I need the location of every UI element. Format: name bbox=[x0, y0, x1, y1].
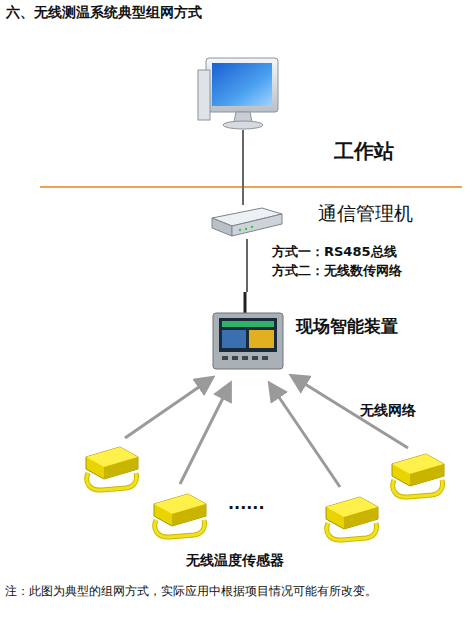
node-label: 工作站 bbox=[334, 139, 394, 163]
node-label: 现场智能装置 bbox=[296, 316, 398, 336]
workstation-node: 工作站 bbox=[198, 55, 288, 130]
node-label: 通信管理机 bbox=[318, 202, 413, 225]
connector-line bbox=[242, 130, 244, 205]
annotation-label: 方式一：RS485总线 bbox=[272, 244, 397, 260]
diagram-title: 六、无线测温系统典型组网方式 bbox=[6, 4, 202, 21]
annotation-label: ······ bbox=[228, 498, 264, 517]
annotation-label: 无线温度传感器 bbox=[186, 552, 284, 569]
annotation-label: 无线网络 bbox=[360, 402, 416, 419]
field-device-node: 现场智能装置 bbox=[212, 292, 284, 370]
annotation-label: 方式二：无线数传网络 bbox=[272, 263, 402, 279]
connector-line bbox=[246, 239, 248, 292]
comm-manager-node: 通信管理机 bbox=[210, 205, 284, 239]
note-text: 注：此图为典型的组网方式，实际应用中根据项目情况可能有所改变。 bbox=[5, 584, 377, 598]
